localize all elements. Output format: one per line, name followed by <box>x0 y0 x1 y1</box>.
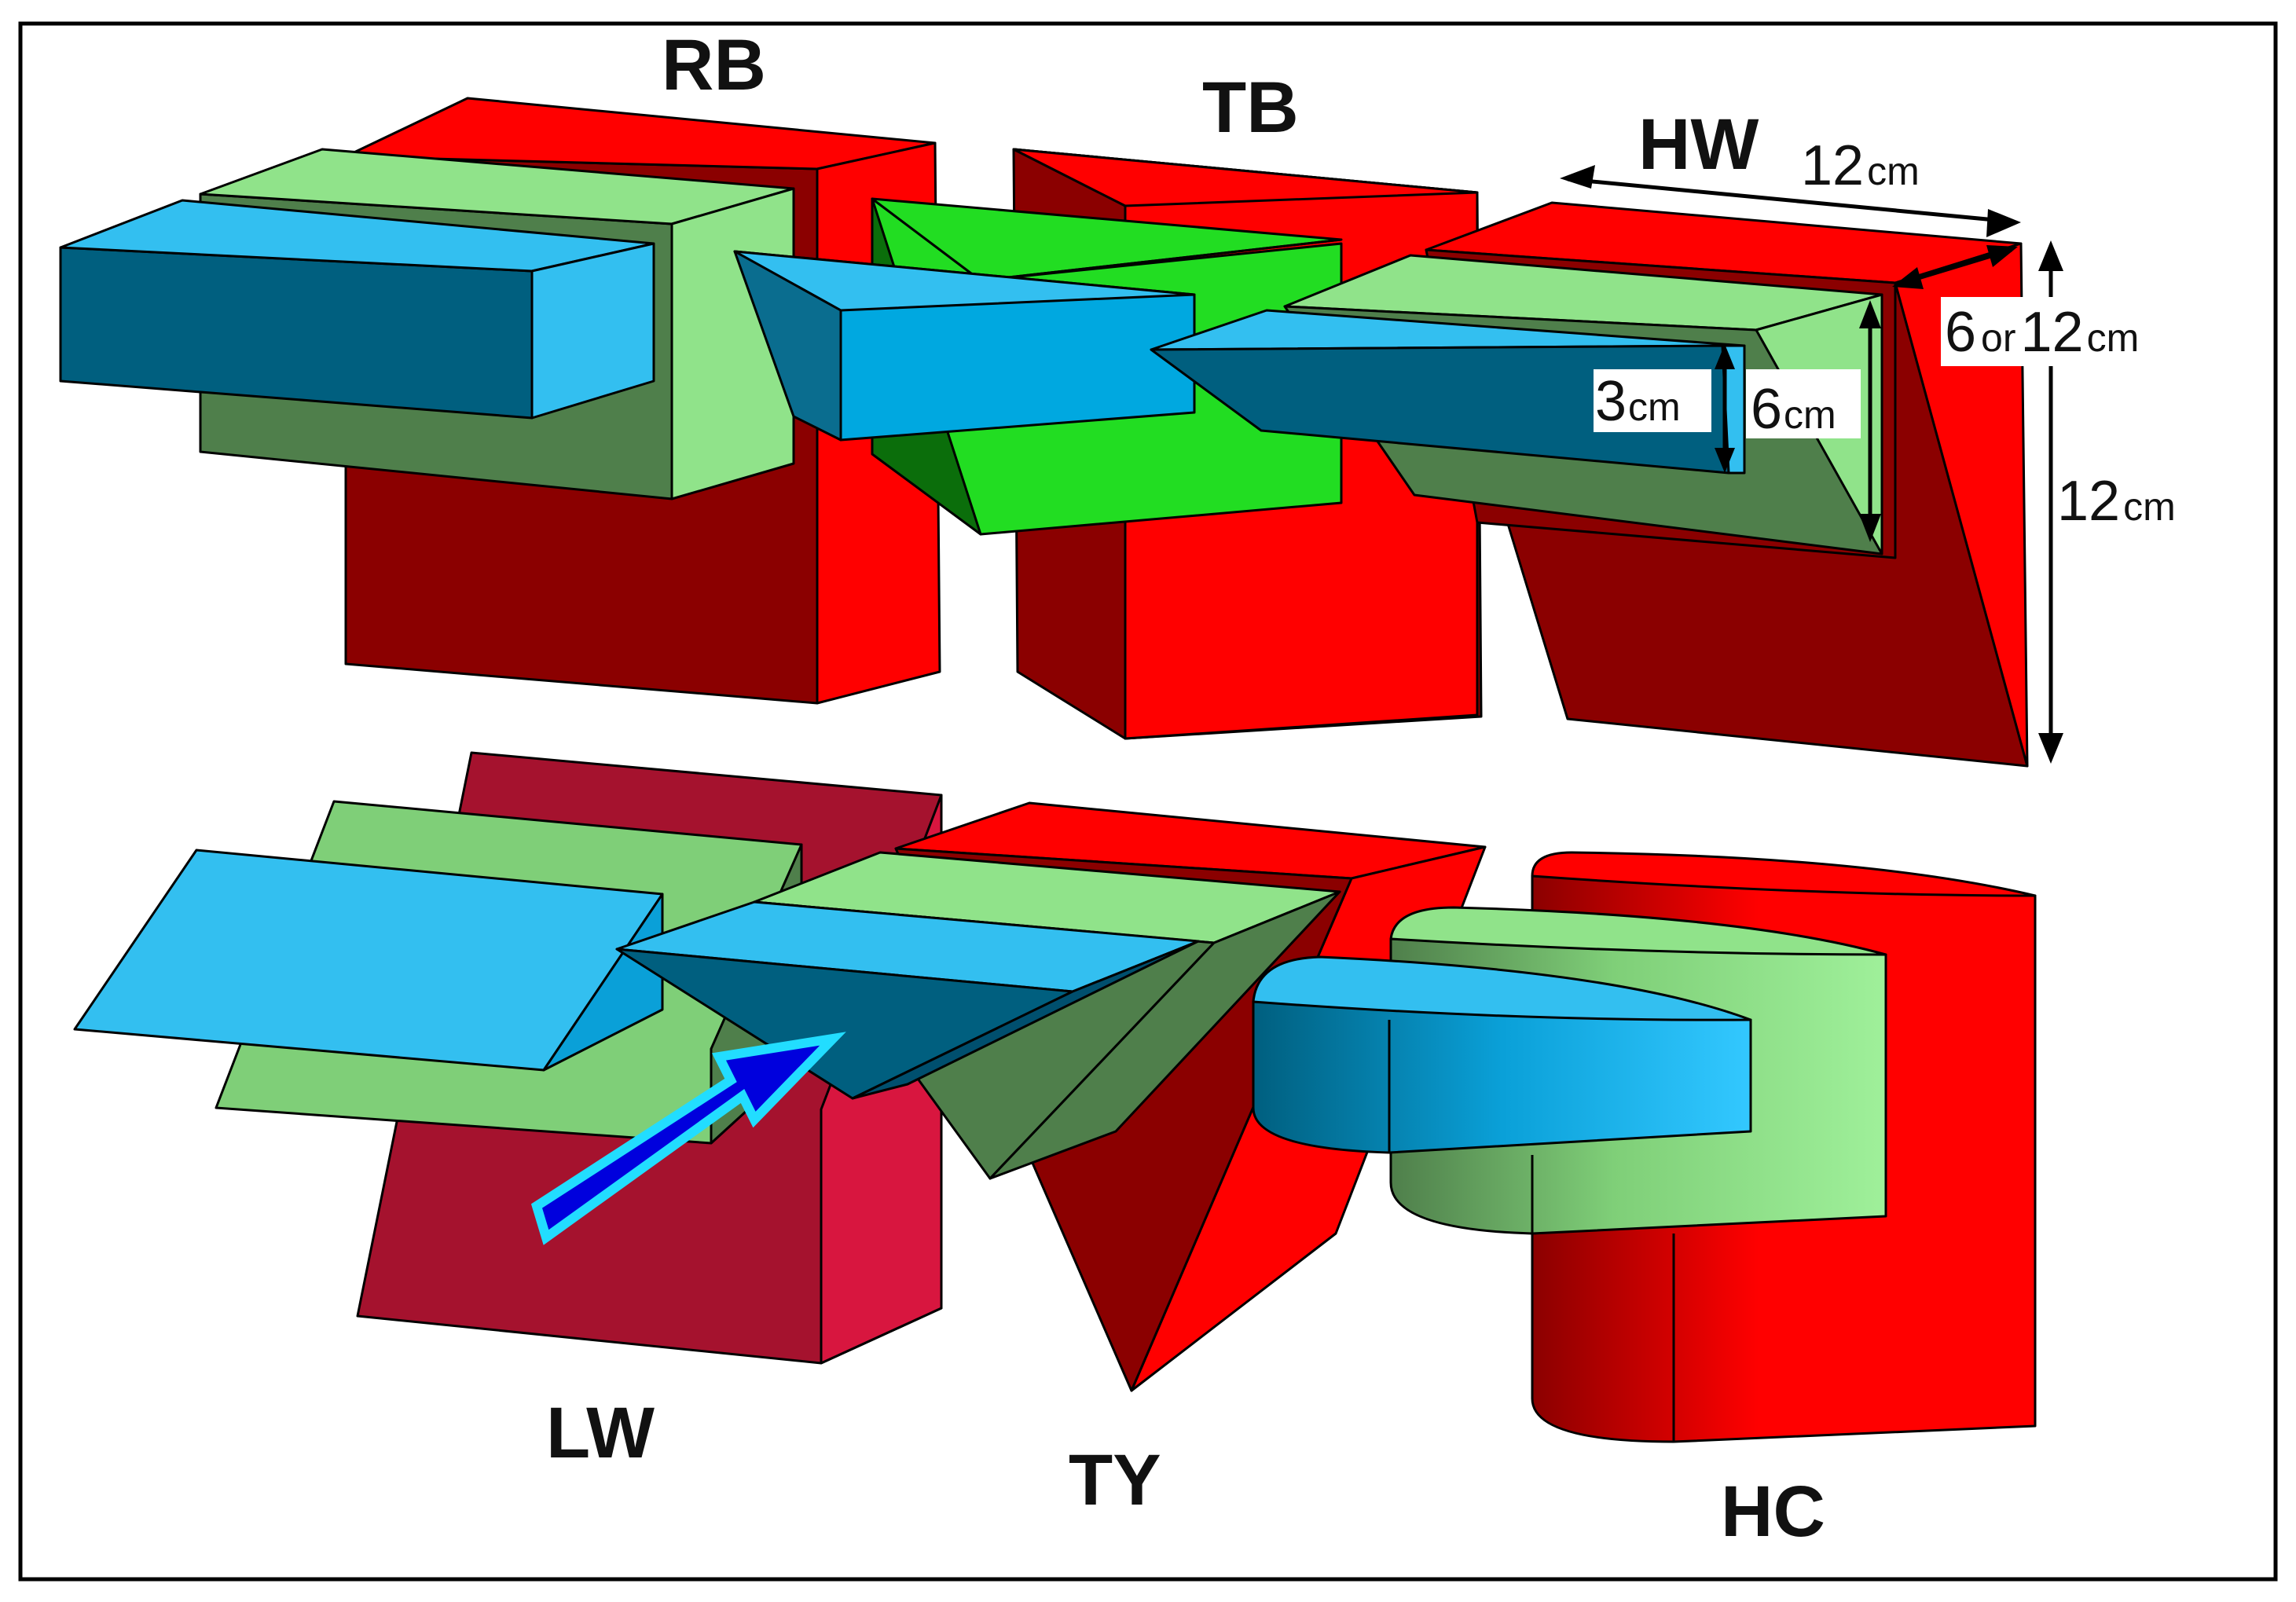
label-hw: HW <box>1638 104 1759 185</box>
lw-specimen <box>73 751 943 1365</box>
hw-width-label: 12cm <box>1801 134 1920 197</box>
load-arrow-icon <box>530 1032 846 1245</box>
hw-height-label: 12cm <box>2057 470 2176 533</box>
label-hc: HC <box>1721 1472 1825 1552</box>
green-height-label-bg <box>1746 369 1861 438</box>
label-lw: LW <box>546 1393 655 1473</box>
hc-specimen <box>1252 851 2037 1443</box>
label-rb: RB <box>662 25 766 105</box>
label-tb: TB <box>1202 68 1299 148</box>
blue-height-label: 3cm <box>1595 370 1681 433</box>
depth-label-bg <box>1941 297 2191 366</box>
figure-border <box>18 21 2278 1582</box>
label-ty: TY <box>1069 1440 1161 1520</box>
rb-specimen <box>59 97 941 705</box>
green-height-label: 6cm <box>1751 378 1836 441</box>
blue-height-label-bg <box>1594 369 1711 432</box>
